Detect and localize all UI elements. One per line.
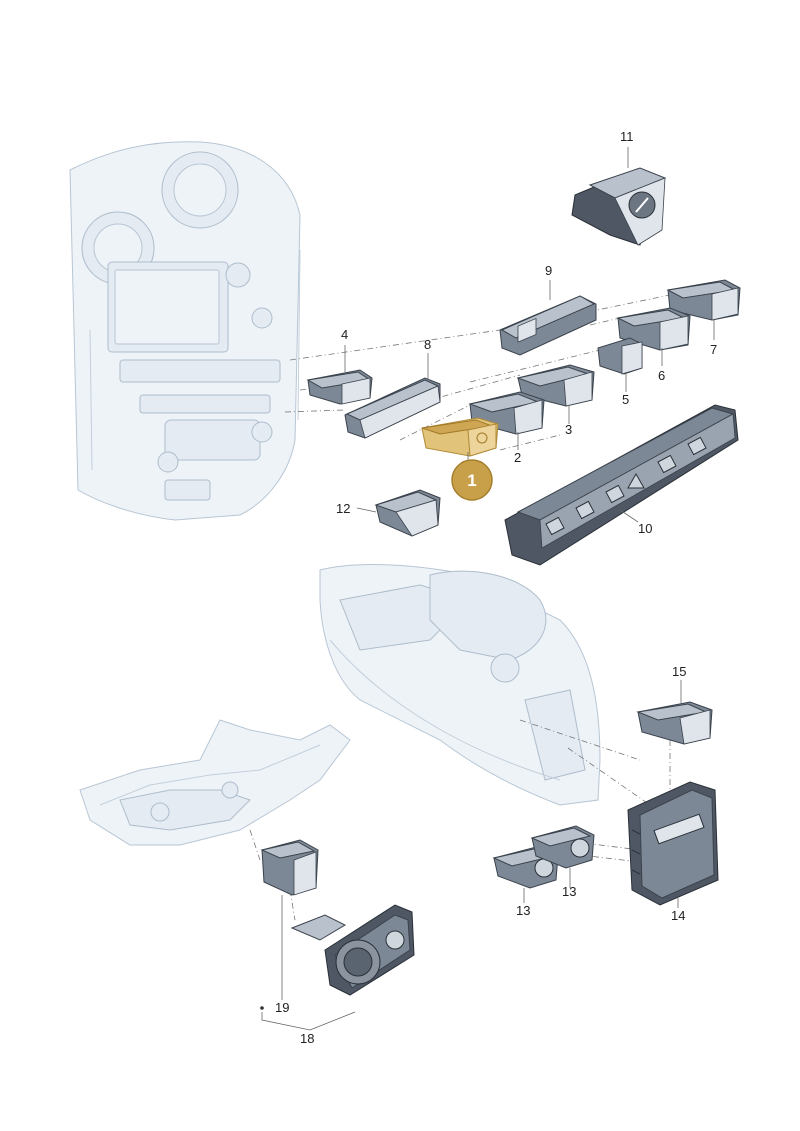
callout-13a: 13 xyxy=(516,903,530,918)
leader-lines xyxy=(261,147,715,1031)
callout-2: 2 xyxy=(514,450,521,465)
part-13b-switch[interactable] xyxy=(530,825,595,869)
callout-5: 5 xyxy=(622,392,629,407)
callout-6: 6 xyxy=(658,368,665,383)
part-4-hazard-switch[interactable] xyxy=(306,369,373,405)
callout-9: 9 xyxy=(545,263,552,278)
callout-4: 4 xyxy=(341,327,348,342)
part-15-switch[interactable] xyxy=(636,701,713,745)
part-5-switch[interactable] xyxy=(597,337,643,375)
callout-8: 8 xyxy=(424,337,431,352)
callout-labels: 11 9 4 8 7 6 5 3 2 12 10 15 14 13 13 19 … xyxy=(260,129,717,1046)
callout-18: 18 xyxy=(300,1031,314,1046)
part-19-switch[interactable] xyxy=(260,839,319,896)
callout-7: 7 xyxy=(710,342,717,357)
callout-19: 19 xyxy=(275,1000,289,1015)
part-3-switch[interactable] xyxy=(516,364,595,407)
part-7-switch[interactable] xyxy=(666,279,741,321)
callout-3: 3 xyxy=(565,422,572,437)
callout-11: 11 xyxy=(620,129,634,144)
part-18-light-switch[interactable] xyxy=(290,904,415,996)
part-6-switch[interactable] xyxy=(616,307,691,351)
callout-1-badge[interactable]: 1 xyxy=(451,459,493,501)
callout-1: 1 xyxy=(467,471,476,490)
callout-13b: 13 xyxy=(562,884,576,899)
dashboard-ghost xyxy=(69,141,301,521)
part-10-switch-panel[interactable] xyxy=(504,404,739,566)
center-console-ghost xyxy=(319,564,601,806)
callout-10: 10 xyxy=(638,521,652,536)
part-12-switch[interactable] xyxy=(374,489,441,537)
callout-15: 15 xyxy=(672,664,686,679)
callout-14: 14 xyxy=(671,908,685,923)
callout-12: 12 xyxy=(336,501,350,516)
floor-bracket-ghost xyxy=(79,719,351,846)
part-9-switch-block[interactable] xyxy=(499,295,597,356)
part-8-switch-block[interactable] xyxy=(344,377,441,439)
part-11-rotary-switch[interactable] xyxy=(571,167,667,246)
part-14-panel[interactable] xyxy=(627,781,719,906)
part-1-highlighted-switch[interactable] xyxy=(421,417,499,457)
